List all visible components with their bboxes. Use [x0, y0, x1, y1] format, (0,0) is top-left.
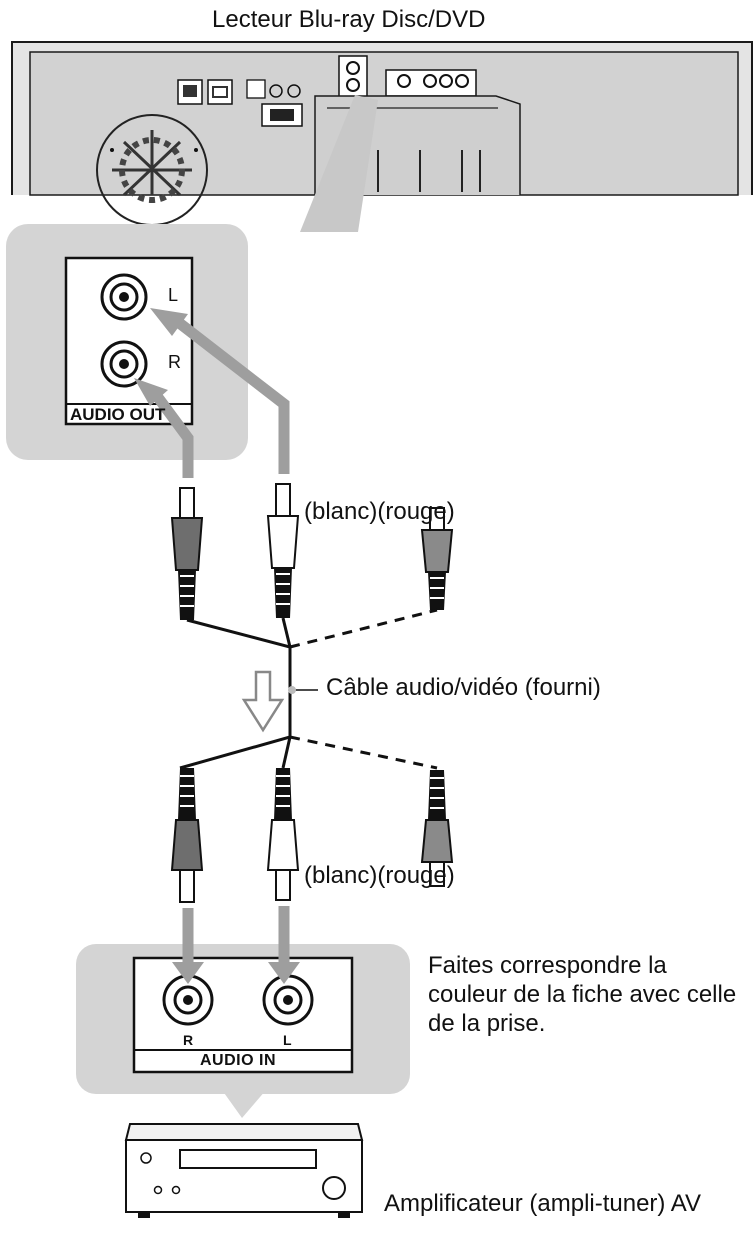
- audio-in-callout: [76, 944, 410, 1118]
- jack-l-label: L: [168, 285, 179, 305]
- av-cable: [179, 608, 438, 770]
- amplifier-unit: [124, 1123, 364, 1218]
- audio-in-label: AUDIO IN: [200, 1052, 276, 1069]
- plugs-top: [170, 483, 454, 620]
- player-rear-panel: [11, 41, 753, 226]
- cable-label: Câble audio/vidéo (fourni): [326, 674, 601, 701]
- insertion-arrows-bottom: [172, 906, 300, 984]
- plug-colors-bottom: (blanc)(rouge): [304, 862, 455, 889]
- plugs-bottom: [170, 768, 454, 903]
- plug-colors-top: (blanc)(rouge): [304, 498, 455, 525]
- jack-l-in-label: L: [283, 1032, 293, 1048]
- direction-arrow: [241, 670, 285, 733]
- audio-out-callout: [6, 95, 378, 460]
- player-title: Lecteur Blu-ray Disc/DVD: [212, 6, 486, 33]
- match-note-line2: couleur de la fiche avec celle: [428, 981, 737, 1008]
- match-note-line1: Faites correspondre la: [428, 952, 667, 979]
- jack-r-in-label: R: [183, 1032, 194, 1048]
- insertion-arrows-top: [134, 308, 290, 478]
- audio-out-label: AUDIO OUT: [70, 405, 166, 424]
- match-note-line3: de la prise.: [428, 1010, 546, 1037]
- jack-r-label: R: [168, 352, 181, 372]
- amplifier-label: Amplificateur (ampli-tuner) AV: [384, 1190, 701, 1217]
